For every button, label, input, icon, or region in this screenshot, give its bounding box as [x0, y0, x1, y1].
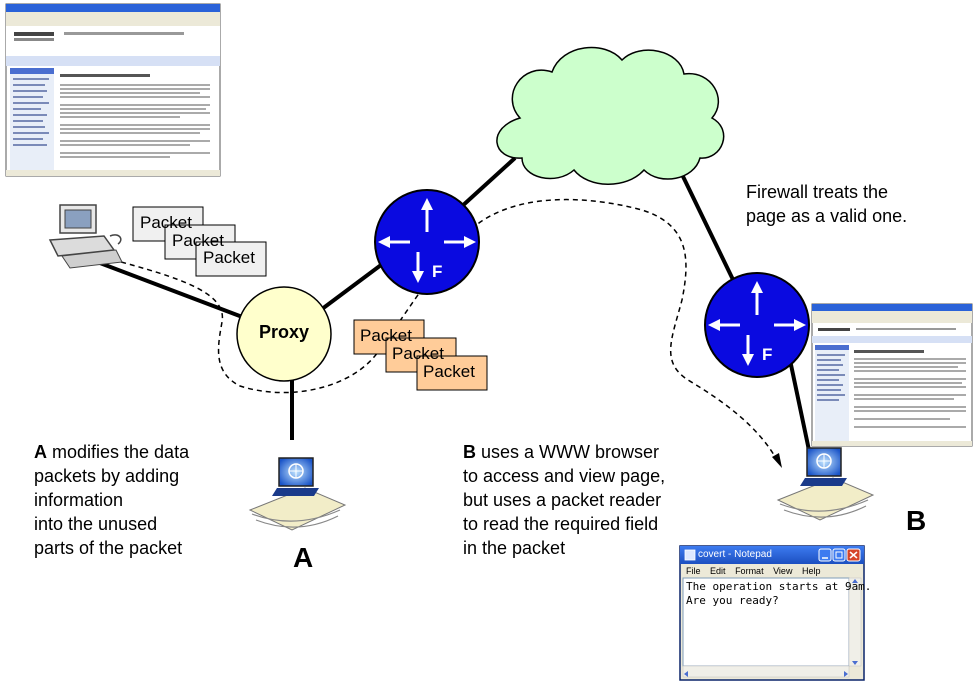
link-cloud-router2	[674, 161, 740, 291]
caption-a: A modifies the data packets by adding in…	[34, 440, 274, 560]
notepad-app-icon	[684, 549, 696, 561]
firewall-note-line-2: page as a valid one.	[746, 206, 908, 226]
menu-format[interactable]: Format	[735, 566, 764, 576]
packet-label-orange-1: Packet	[360, 326, 412, 345]
caption-a-line-1: modifies the data	[47, 442, 190, 462]
endpoint-b-label: B	[906, 505, 927, 536]
proxy-circle	[236, 286, 332, 382]
packet-orange-3	[416, 355, 488, 391]
caption-a-line-4: into the unused	[34, 514, 158, 534]
firewall-note: Firewall treats the page as a valid one.	[746, 180, 968, 228]
endpoint-a-label: A	[293, 542, 314, 573]
menu-help[interactable]: Help	[801, 566, 821, 576]
notepad-window	[679, 545, 865, 681]
menu-edit[interactable]: Edit	[710, 566, 726, 576]
caption-b-line-1: uses a WWW browser	[476, 442, 660, 462]
caption-b-line-3: but uses a packet reader	[463, 490, 662, 510]
caption-a-line-2: packets by adding	[34, 466, 180, 486]
firewall-note-line-1: Firewall treats the	[746, 182, 889, 202]
caption-a-bold: A	[34, 442, 47, 462]
packet-label-orange-3: Packet	[423, 362, 475, 381]
source-computer-icon	[48, 204, 123, 269]
packet-stack-gray	[132, 206, 267, 277]
proxy-node	[236, 286, 332, 382]
router-1-circle	[374, 189, 480, 295]
caption-b-line-4: to read the required field	[463, 514, 659, 534]
notepad-title: covert - Notepad	[698, 549, 772, 560]
computer-a-icon	[248, 457, 347, 531]
packet-label-orange-2: Packet	[392, 344, 444, 363]
internet-cloud	[496, 46, 725, 185]
browser-window-thumbnail-right	[811, 303, 973, 447]
network-links	[91, 156, 812, 456]
packet-label-gray-3: Packet	[203, 248, 255, 267]
caption-b-line-5: in the packet	[463, 538, 566, 558]
computer-b-icon	[776, 447, 875, 521]
link-computer-proxy	[91, 258, 246, 320]
caption-b-line-2: to access and view page,	[463, 466, 666, 486]
firewall-router-2	[704, 272, 810, 378]
covert-arrowhead	[772, 453, 782, 468]
horizontal-scrollbar[interactable]	[682, 665, 850, 678]
packet-gray-3	[195, 241, 267, 277]
minimize-button[interactable]	[818, 548, 832, 562]
maximize-button[interactable]	[832, 548, 846, 562]
link-proxy-router	[316, 260, 387, 314]
browser-window-thumbnail-top	[5, 3, 221, 177]
caption-b-bold: B	[463, 442, 476, 462]
link-router2-b	[788, 359, 812, 456]
menu-view[interactable]: View	[773, 566, 793, 576]
notepad-content: The operation starts at 9am. Are you rea…	[686, 580, 871, 607]
packet-stack-orange	[353, 319, 488, 391]
firewall-router-1	[374, 189, 480, 295]
caption-a-line-5: parts of the packet	[34, 538, 183, 558]
vertical-scrollbar[interactable]	[848, 577, 862, 667]
link-router-cloud	[458, 156, 517, 210]
router-2-circle	[704, 272, 810, 378]
packet-label-gray-1: Packet	[140, 213, 192, 232]
packet-label-gray-2: Packet	[172, 231, 224, 250]
proxy-label: Proxy	[258, 322, 310, 342]
caption-b: B uses a WWW browser to access and view …	[463, 440, 723, 560]
cloud-shape	[496, 46, 725, 185]
caption-a-line-3: information	[34, 490, 124, 510]
menu-file[interactable]: File	[686, 566, 701, 576]
router-2-label: F	[762, 345, 773, 364]
notepad-menubar: File Edit Format View Help	[686, 566, 820, 576]
router-1-label: F	[432, 262, 443, 281]
